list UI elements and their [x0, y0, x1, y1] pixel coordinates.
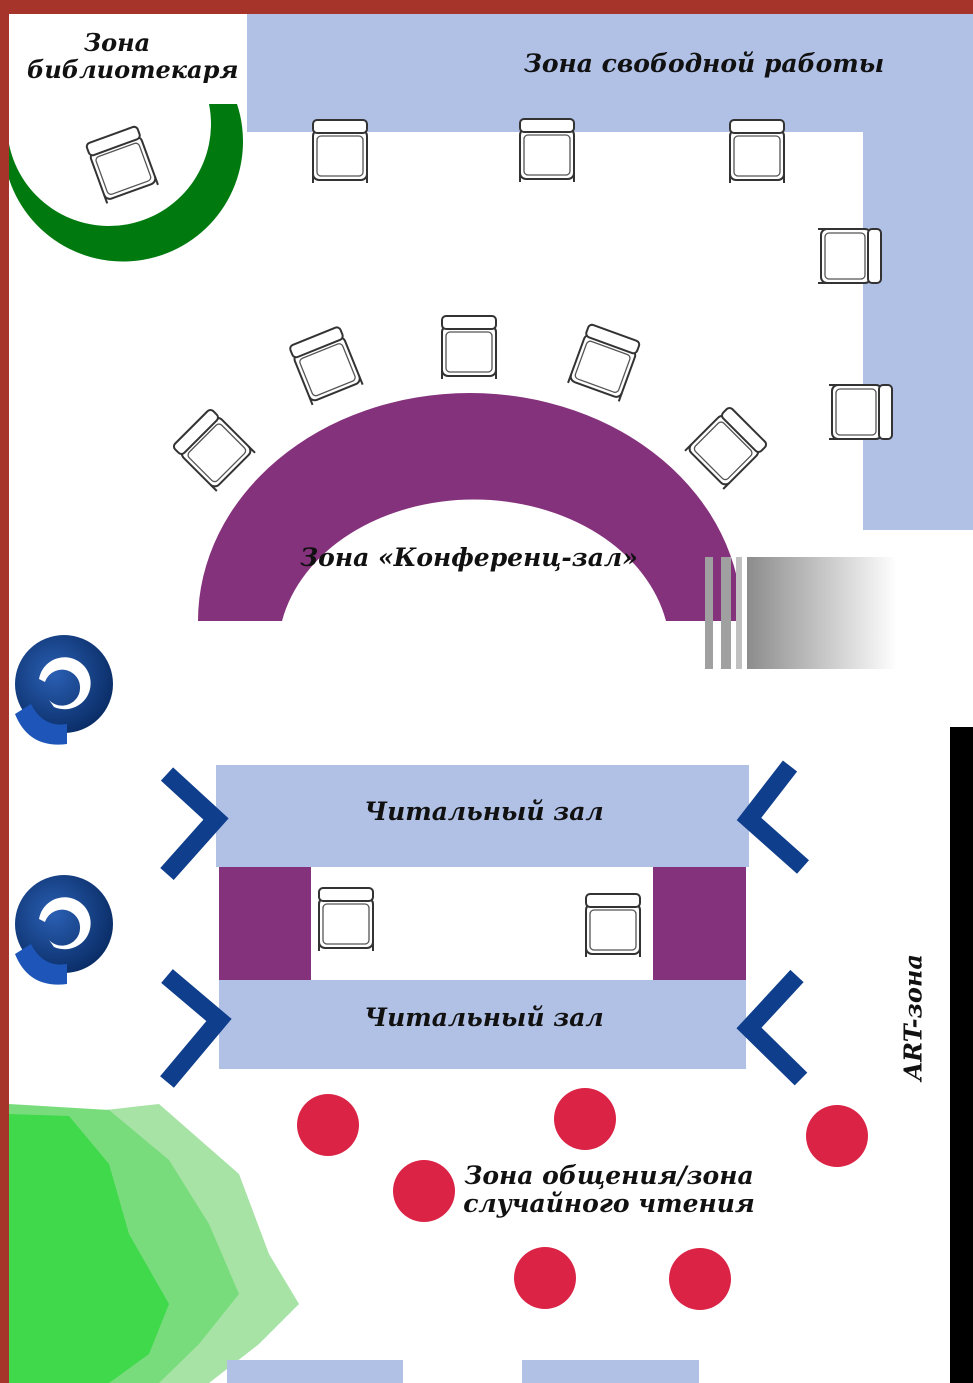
librarian-zone-label: Зона библиотекаря — [27, 28, 239, 84]
armchair-icon — [441, 315, 497, 380]
floor-plan-drawing — [9, 14, 973, 1383]
armchair-icon — [312, 119, 368, 184]
free-work-zone-label: Зона свободной работы — [523, 49, 885, 78]
armchair-icon — [683, 405, 769, 491]
social-zone-label: Зона общения/зона случайного чтения — [449, 1162, 769, 1218]
librarian-zone-label-line2: библиотекаря — [27, 54, 239, 84]
reading-hall-label-1: Читальный зал — [364, 797, 604, 826]
round-seat-icon — [669, 1248, 731, 1310]
table-end-right — [653, 867, 746, 980]
armchair-icon — [567, 322, 642, 403]
swivel-chair-icon — [15, 635, 113, 745]
floor-plan: Зона библиотекаря Зона свободной работы … — [9, 14, 973, 1383]
art-wall — [950, 727, 973, 1383]
conference-arc — [198, 393, 742, 621]
armchair-icon — [585, 893, 641, 958]
armchair-icon — [828, 384, 893, 440]
armchair-icon — [519, 118, 575, 183]
librarian-zone-label-line1: Зона — [83, 28, 151, 57]
table-legs — [160, 760, 809, 1088]
reading-table-bottom — [219, 980, 746, 1069]
bottom-block-right — [522, 1360, 699, 1383]
round-seat-icon — [554, 1088, 616, 1150]
bottom-block-left — [227, 1360, 403, 1383]
round-seat-icon — [806, 1105, 868, 1167]
swivel-chair-icon — [15, 875, 113, 985]
armchair-icon — [318, 887, 374, 952]
armchair-icon — [171, 407, 257, 493]
conference-zone-label: Зона «Конференц-зал» — [300, 543, 638, 572]
armchair-icon — [817, 228, 882, 284]
reading-hall-label-2: Читальный зал — [364, 1003, 604, 1032]
round-seat-icon — [297, 1094, 359, 1156]
art-zone-label: ART-зона — [898, 954, 928, 1081]
social-zone-label-line1: Зона общения/зона — [464, 1161, 754, 1190]
armchair-icon — [287, 325, 364, 406]
librarian-desk-arc — [9, 104, 244, 262]
plant-icon — [9, 1104, 299, 1383]
round-seat-icon — [514, 1247, 576, 1309]
door-icon — [705, 557, 897, 669]
round-seats — [297, 1088, 868, 1310]
armchair-icon — [84, 124, 159, 205]
reading-table-top — [216, 765, 749, 867]
free-work-zone — [247, 14, 973, 530]
social-zone-label-line2: случайного чтения — [463, 1189, 755, 1218]
table-end-left — [219, 867, 311, 980]
round-seat-icon — [393, 1160, 455, 1222]
armchair-icon — [729, 119, 785, 184]
